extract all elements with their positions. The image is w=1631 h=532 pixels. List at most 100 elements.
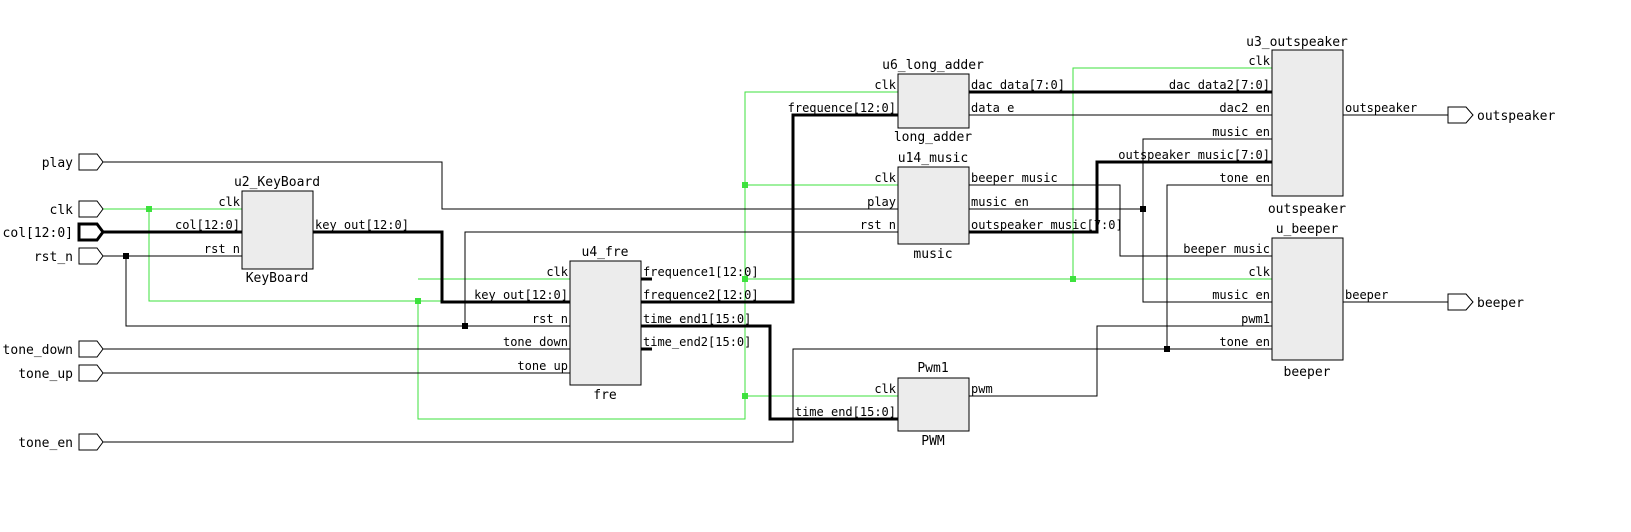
block-instance-name: u6_long_adder [882, 58, 984, 73]
pin-label-key-out: key_out[12:0] [315, 218, 409, 232]
pin-label-clk: clk [1248, 265, 1270, 279]
pin-label-key-out: key_out[12:0] [474, 288, 568, 302]
output-label-outspeaker: outspeaker [1477, 109, 1555, 124]
junction-dot [742, 182, 748, 188]
input-port-tone-en[interactable]: tone_en [18, 433, 104, 451]
block-instance-name: u4_fre [582, 245, 629, 260]
input-label-col: col[12:0] [3, 226, 73, 241]
pin-label-clk: clk [1248, 54, 1270, 68]
pin-label-beeper: beeper [1345, 288, 1388, 302]
pin-label-beeper-music: beeper_music [1183, 242, 1270, 256]
junction-dot [146, 206, 152, 212]
pin-label-clk: clk [874, 171, 896, 185]
pin-label-clk: clk [874, 382, 896, 396]
input-label-tone-en: tone_en [18, 436, 73, 451]
junction-dot [742, 276, 748, 282]
tone-en-outspeaker-net[interactable] [1166, 184, 1284, 349]
pin-label-data-e: data_e [971, 101, 1014, 115]
junction-dot [1070, 276, 1076, 282]
outspeaker-music-bus[interactable] [958, 160, 1284, 234]
block-music[interactable]: u14_music music clk play rst_n beeper_mu… [860, 151, 1123, 262]
block-instance-name: u3_outspeaker [1246, 35, 1348, 50]
block-fre[interactable]: u4_fre fre clk key_out[12:0] rst_n tone_… [474, 245, 759, 403]
block-module-name: fre [593, 388, 617, 403]
pin-label-music-en: music_en [971, 195, 1029, 209]
pin-label-outspeaker-music: outspeaker_music[7:0] [1118, 148, 1270, 162]
pin-label-pwm: pwm [971, 382, 993, 396]
pin-label-clk: clk [874, 78, 896, 92]
output-port-beeper[interactable]: beeper [1447, 293, 1524, 311]
pwm-net[interactable] [958, 325, 1284, 397]
beeper-music-net[interactable] [958, 184, 1284, 257]
frequence2-bus[interactable] [630, 113, 910, 304]
pin-label-dac-data: dac_data[7:0] [971, 78, 1065, 92]
junction-dot [1140, 206, 1146, 212]
block-pwm[interactable]: Pwm1 PWM clk time_end[15:0] pwm [795, 361, 993, 449]
input-port-clk[interactable]: clk [50, 200, 104, 218]
input-label-tone-down: tone_down [3, 343, 73, 358]
pin-label-frequence1: frequence1[12:0] [643, 265, 759, 279]
pin-label-music-en: music_en [1212, 125, 1270, 139]
input-ports: play clk col[12:0] rst_n tone_down tone_… [3, 153, 105, 451]
block-keyboard[interactable]: u2_KeyBoard KeyBoard clk col[12:0] rst_n… [175, 175, 409, 286]
input-port-tone-down[interactable]: tone_down [3, 340, 104, 358]
pin-label-beeper-music: beeper_music [971, 171, 1058, 185]
pin-label-clk: clk [218, 195, 240, 209]
pin-label-tone-down: tone_down [503, 335, 568, 349]
pin-label-outspeaker: outspeaker [1345, 101, 1417, 115]
pin-label-outspeaker-music: outspeaker_music[7:0] [971, 218, 1123, 232]
block-beeper[interactable]: u_beeper beeper beeper_music clk music_e… [1183, 222, 1388, 380]
pin-label-col: col[12:0] [175, 218, 240, 232]
block-module-name: KeyBoard [246, 271, 309, 286]
input-label-rst-n: rst_n [34, 250, 73, 265]
pin-label-time-end1: time_end1[15:0] [643, 312, 751, 326]
input-port-col[interactable]: col[12:0] [3, 222, 105, 242]
block-module-name: outspeaker [1268, 202, 1346, 217]
pin-label-tone-en: tone_en [1219, 335, 1270, 349]
junction-dot [123, 253, 129, 259]
junction-dot [1164, 346, 1170, 352]
pin-label-rst-n: rst_n [860, 218, 896, 232]
junction-dot [742, 393, 748, 399]
pin-label-music-en: music_en [1212, 288, 1270, 302]
block-instance-name: Pwm1 [917, 361, 948, 376]
input-port-play[interactable]: play [42, 153, 104, 171]
block-long-adder[interactable]: u6_long_adder long_adder clk frequence[1… [788, 58, 1065, 145]
pin-label-dac-data2: dac_data2[7:0] [1169, 78, 1270, 92]
wires [101, 67, 1448, 443]
block-module-name: PWM [921, 434, 945, 449]
block-outspeaker[interactable]: u3_outspeaker outspeaker clk dac_data2[7… [1118, 35, 1417, 217]
block-instance-name: u2_KeyBoard [234, 175, 320, 190]
pin-label-time-end: time_end[15:0] [795, 405, 896, 419]
input-label-tone-up: tone_up [18, 367, 73, 382]
pin-label-play: play [867, 195, 896, 209]
pin-label-pwm1: pwm1 [1241, 312, 1270, 326]
block-instance-name: u_beeper [1276, 222, 1339, 237]
time-end-bus[interactable] [630, 324, 910, 421]
block-module-name: long_adder [894, 130, 972, 145]
block-module-name: beeper [1284, 365, 1331, 380]
input-port-rst-n[interactable]: rst_n [34, 247, 104, 265]
input-port-tone-up[interactable]: tone_up [18, 364, 104, 382]
pin-label-clk: clk [546, 265, 568, 279]
pin-label-dac2-en: dac2_en [1219, 101, 1270, 115]
block-instance-name: u14_music [898, 151, 968, 166]
junction-dot [415, 298, 421, 304]
input-label-play: play [42, 156, 73, 171]
output-label-beeper: beeper [1477, 296, 1524, 311]
output-port-outspeaker[interactable]: outspeaker [1447, 106, 1555, 124]
pin-label-tone-en: tone_en [1219, 171, 1270, 185]
junction-dot [462, 323, 468, 329]
pin-label-rst-n: rst_n [532, 312, 568, 326]
tone-en-net[interactable] [101, 348, 1284, 443]
music-en-net[interactable] [1142, 138, 1284, 303]
pin-label-time-end2: time_end2[15:0] [643, 335, 751, 349]
key-out-bus[interactable] [301, 230, 582, 304]
pin-label-frequence: frequence[12:0] [788, 101, 896, 115]
pin-label-rst-n: rst_n [204, 242, 240, 256]
junctions [123, 182, 1170, 399]
block-module-name: music [913, 247, 952, 262]
input-label-clk: clk [50, 203, 74, 218]
output-ports: outspeaker beeper [1447, 106, 1555, 311]
